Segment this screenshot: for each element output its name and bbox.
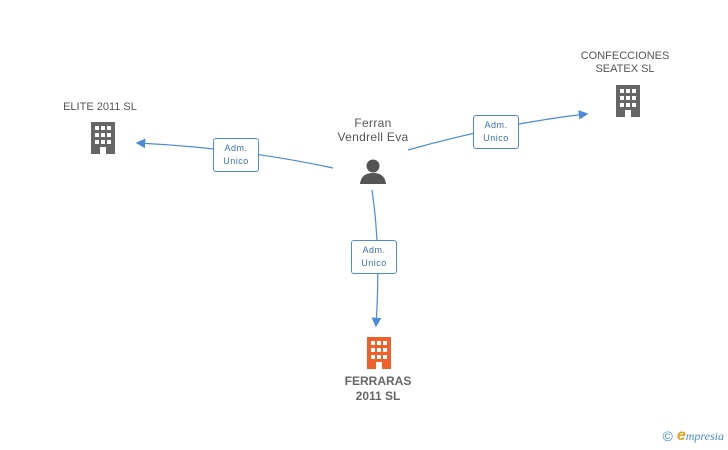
- building-icon[interactable]: [612, 84, 644, 118]
- person-name: Ferran Vendrell Eva: [330, 116, 416, 144]
- brand-name: mpresia: [685, 429, 724, 443]
- company-name-main-line1: FERRARAS: [344, 374, 412, 388]
- copyright-icon: ©: [662, 428, 673, 444]
- brand-logo: empresia: [677, 427, 724, 445]
- role-badge-left: Adm. Unico: [213, 138, 259, 172]
- building-icon[interactable]: [87, 121, 119, 155]
- company-name-right-line1: CONFECCIONES: [580, 50, 670, 62]
- role-badge-right-line2: Unico: [483, 133, 509, 143]
- company-name-main[interactable]: FERRARAS 2011 SL: [330, 374, 426, 404]
- role-badge-main: Adm. Unico: [351, 240, 397, 274]
- company-name-right: CONFECCIONES SEATEX SL: [570, 50, 680, 76]
- role-badge-main-line1: Adm.: [362, 245, 386, 255]
- role-badge-main-line2: Unico: [361, 258, 387, 268]
- person-name-line2: Vendrell Eva: [337, 130, 409, 144]
- role-badge-left-line2: Unico: [223, 156, 249, 166]
- role-badge-right-line1: Adm.: [484, 120, 508, 130]
- brand-initial: e: [676, 427, 686, 444]
- company-name-left: ELITE 2011 SL: [63, 101, 137, 113]
- role-badge-left-line1: Adm.: [224, 143, 248, 153]
- person-icon[interactable]: [358, 156, 388, 186]
- company-name-right-line2: SEATEX SL: [595, 63, 655, 75]
- building-icon-main[interactable]: [363, 336, 395, 370]
- footer-brand[interactable]: © empresia: [663, 427, 724, 445]
- company-name-main-line2: 2011 SL: [355, 389, 401, 403]
- role-badge-right: Adm. Unico: [473, 115, 519, 149]
- person-name-line1: Ferran: [354, 116, 392, 130]
